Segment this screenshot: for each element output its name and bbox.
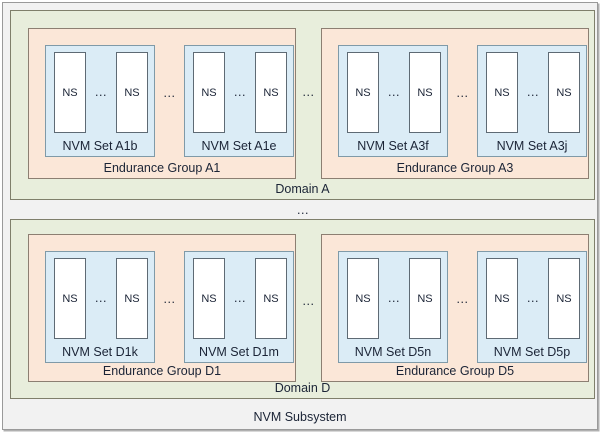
endurance-group-ellipsis: ... — [302, 294, 315, 308]
namespace-box: NS — [486, 258, 518, 339]
domain-a-container: NS ... NS NVM Set A1b ... NS ... NS — [10, 10, 595, 200]
namespace-box: NS — [409, 52, 441, 133]
endurance-group-label: Endurance Group A1 — [103, 161, 221, 175]
endurance-group-label: Endurance Group A3 — [396, 161, 514, 175]
namespace-ellipsis: ... — [527, 291, 539, 305]
endurance-group-a1-container: NS ... NS NVM Set A1b ... NS ... NS — [28, 28, 296, 179]
namespace-label: NS — [355, 292, 371, 305]
nvm-subsystem-label: NVM Subsystem — [253, 410, 347, 424]
namespace-ellipsis: ... — [95, 291, 107, 305]
nvm-set-d1k-container: NS ... NS NVM Set D1k — [45, 251, 155, 363]
namespace-ellipsis: ... — [95, 85, 107, 99]
nvm-set-label: NVM Set D5p — [493, 345, 571, 359]
nvm-set-a1b-container: NS ... NS NVM Set A1b — [45, 45, 155, 157]
namespace-box: NS — [116, 258, 148, 339]
namespace-label: NS — [556, 86, 572, 99]
namespace-label: NS — [494, 292, 510, 305]
namespace-box: NS — [548, 52, 580, 133]
namespace-ellipsis: ... — [527, 85, 539, 99]
namespace-box: NS — [54, 258, 86, 339]
nvm-set-a1e-container: NS ... NS NVM Set A1e — [184, 45, 294, 157]
endurance-group-a3-container: NS ... NS NVM Set A3f ... NS ... NS — [321, 28, 589, 179]
namespace-label: NS — [417, 86, 433, 99]
domain-d-container: NS ... NS NVM Set D1k ... NS ... NS — [10, 219, 595, 399]
namespace-box: NS — [193, 258, 225, 339]
endurance-group-ellipsis: ... — [302, 85, 315, 99]
namespace-box: NS — [255, 52, 287, 133]
domain-label: Domain D — [274, 381, 331, 395]
namespace-label: NS — [62, 86, 78, 99]
nvm-set-label: NVM Set A1b — [62, 139, 138, 153]
nvm-set-label: NVM Set D1m — [199, 345, 279, 359]
namespace-box: NS — [193, 52, 225, 133]
nvm-set-ellipsis: ... — [163, 86, 176, 100]
domain-ellipsis: ... — [297, 203, 309, 217]
namespace-ellipsis: ... — [234, 291, 246, 305]
namespace-ellipsis: ... — [388, 85, 400, 99]
nvm-set-a3j-container: NS ... NS NVM Set A3j — [477, 45, 587, 157]
namespace-label: NS — [124, 86, 140, 99]
nvm-set-a3f-container: NS ... NS NVM Set A3f — [338, 45, 448, 157]
endurance-group-label: Endurance Group D5 — [395, 364, 515, 378]
namespace-box: NS — [54, 52, 86, 133]
namespace-box: NS — [347, 52, 379, 133]
nvm-set-label: NVM Set A3f — [357, 139, 429, 153]
endurance-group-d1-container: NS ... NS NVM Set D1k ... NS ... NS — [28, 234, 296, 382]
nvm-set-label: NVM Set A3j — [496, 139, 568, 153]
namespace-box: NS — [548, 258, 580, 339]
nvm-set-label: NVM Set A1e — [201, 139, 277, 153]
namespace-label: NS — [201, 86, 217, 99]
namespace-label: NS — [417, 292, 433, 305]
endurance-group-d5-container: NS ... NS NVM Set D5n ... NS ... NS — [321, 234, 589, 382]
namespace-label: NS — [263, 86, 279, 99]
nvm-set-d5n-container: NS ... NS NVM Set D5n — [338, 251, 448, 363]
namespace-box: NS — [116, 52, 148, 133]
namespace-box: NS — [486, 52, 518, 133]
nvm-set-d5p-container: NS ... NS NVM Set D5p — [477, 251, 587, 363]
namespace-label: NS — [263, 292, 279, 305]
namespace-ellipsis: ... — [234, 85, 246, 99]
namespace-box: NS — [347, 258, 379, 339]
namespace-label: NS — [494, 86, 510, 99]
namespace-label: NS — [556, 292, 572, 305]
namespace-box: NS — [255, 258, 287, 339]
nvm-set-ellipsis: ... — [456, 86, 469, 100]
nvm-set-ellipsis: ... — [456, 292, 469, 306]
namespace-label: NS — [124, 292, 140, 305]
namespace-label: NS — [201, 292, 217, 305]
namespace-ellipsis: ... — [388, 291, 400, 305]
namespace-box: NS — [409, 258, 441, 339]
nvm-set-label: NVM Set D1k — [62, 345, 138, 359]
domain-label: Domain A — [275, 182, 330, 196]
nvm-set-ellipsis: ... — [163, 292, 176, 306]
namespace-label: NS — [355, 86, 371, 99]
nvm-set-label: NVM Set D5n — [354, 345, 432, 359]
nvm-set-d1m-container: NS ... NS NVM Set D1m — [184, 251, 294, 363]
namespace-label: NS — [62, 292, 78, 305]
endurance-group-label: Endurance Group D1 — [102, 364, 222, 378]
